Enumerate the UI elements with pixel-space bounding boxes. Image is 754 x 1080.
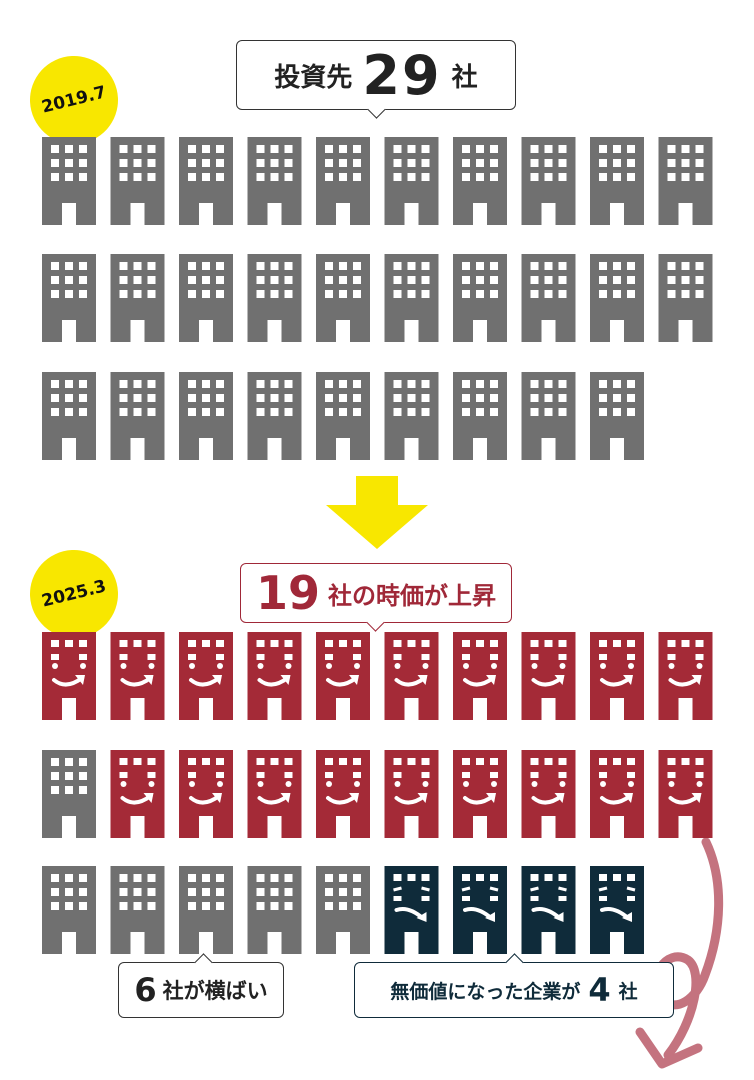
smiling-building-icon <box>521 750 576 838</box>
building-icon <box>384 372 439 460</box>
callout-flat: 6 社が横ばい <box>118 953 284 1018</box>
building-icon <box>42 137 96 225</box>
smiling-building-icon <box>247 632 302 720</box>
building-icon <box>179 372 233 460</box>
rise-label: 社の時価が上昇 <box>328 581 496 610</box>
smiling-building-icon <box>110 750 165 838</box>
building-icon <box>42 750 96 838</box>
smiling-building-icon <box>42 632 96 720</box>
worthless-label: 無価値になった企業が <box>390 980 581 1003</box>
portfolio-unit: 社 <box>451 62 478 93</box>
building-icon <box>110 372 165 460</box>
callout-portfolio-count: 投資先 29 社 <box>236 40 516 119</box>
portfolio-label: 投資先 <box>274 62 353 93</box>
smiling-building-icon <box>521 632 576 720</box>
smiling-building-icon <box>316 632 370 720</box>
smiling-building-icon <box>590 750 644 838</box>
building-icon <box>453 254 507 342</box>
worthless-count: 4 <box>588 971 611 1009</box>
portfolio-count: 29 <box>362 43 442 107</box>
flat-count: 6 <box>134 971 157 1009</box>
building-icon <box>316 137 370 225</box>
building-icon <box>590 137 644 225</box>
worthless-unit: 社 <box>618 980 638 1003</box>
smiling-building-icon <box>658 750 713 838</box>
building-icon <box>658 254 713 342</box>
falling-arrow-icon <box>650 837 724 1060</box>
building-icon <box>590 372 644 460</box>
building-icon <box>316 866 370 954</box>
down-arrow-icon <box>326 476 428 549</box>
building-icon <box>384 137 439 225</box>
building-icon <box>179 137 233 225</box>
building-icon <box>110 866 165 954</box>
callout-worthless: 無価値になった企業が 4 社 <box>354 953 674 1018</box>
building-icon <box>384 254 439 342</box>
smiling-building-icon <box>453 632 507 720</box>
smiling-building-icon <box>247 750 302 838</box>
building-icon <box>453 137 507 225</box>
building-icon <box>316 372 370 460</box>
sad-building-icon <box>521 866 576 954</box>
flat-label: 社が横ばい <box>162 979 268 1003</box>
building-icon <box>316 254 370 342</box>
building-icon <box>453 372 507 460</box>
sad-building-icon <box>453 866 507 954</box>
smiling-building-icon <box>453 750 507 838</box>
falling-arrow-head-icon <box>635 1027 703 1069</box>
smiling-building-icon <box>316 750 370 838</box>
smiling-building-icon <box>179 632 233 720</box>
smiling-building-icon <box>590 632 644 720</box>
building-icon <box>247 137 302 225</box>
building-icon <box>179 866 233 954</box>
building-icon <box>247 254 302 342</box>
smiling-building-icon <box>110 632 165 720</box>
building-icon <box>521 137 576 225</box>
building-icon <box>658 137 713 225</box>
sad-building-icon <box>590 866 644 954</box>
smiling-building-icon <box>384 632 439 720</box>
building-icon <box>110 137 165 225</box>
building-icon <box>42 372 96 460</box>
building-icon <box>42 866 96 954</box>
building-icon <box>110 254 165 342</box>
building-icon <box>521 254 576 342</box>
building-icon <box>179 254 233 342</box>
building-icon <box>42 254 96 342</box>
smiling-building-icon <box>658 632 713 720</box>
sad-building-icon <box>384 866 439 954</box>
building-icon <box>521 372 576 460</box>
building-icon <box>590 254 644 342</box>
callout-rise: 19 社の時価が上昇 <box>240 563 512 632</box>
rise-count: 19 <box>255 566 320 620</box>
smiling-building-icon <box>179 750 233 838</box>
building-icon <box>247 372 302 460</box>
smiling-building-icon <box>384 750 439 838</box>
building-icon <box>247 866 302 954</box>
